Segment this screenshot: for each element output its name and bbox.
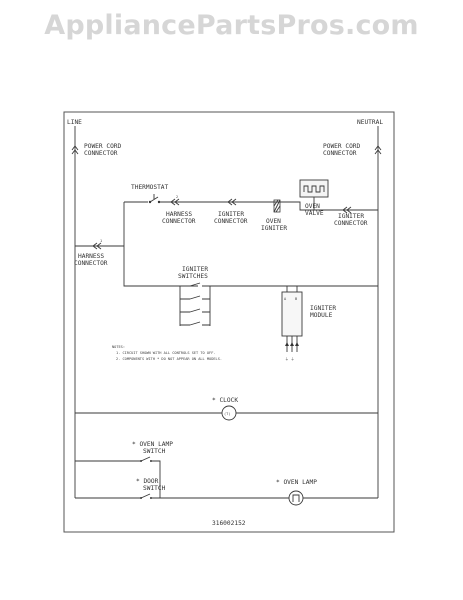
svg-text:* OVEN LAMP: * OVEN LAMP (276, 479, 317, 486)
svg-text:HARNESS: HARNESS (78, 253, 104, 260)
svg-text:* DOOR: * DOOR (136, 478, 159, 485)
svg-text:CONNECTOR: CONNECTOR (74, 260, 108, 267)
igniter-module: A B IGNITER MODULE ⏚ ⏚ (281, 286, 336, 361)
igniter-switches: IGNITER SWITCHES (178, 266, 211, 326)
harness-connector-top: 2 HARNESS CONNECTOR (162, 195, 196, 225)
diagram-border (63, 111, 395, 533)
svg-text:IGNITER: IGNITER (182, 266, 208, 273)
svg-text:VALVE: VALVE (305, 210, 324, 217)
svg-text:IGNITER: IGNITER (218, 211, 244, 218)
svg-text:⏚ ⏚: ⏚ ⏚ (285, 356, 294, 361)
door-switch: * DOOR SWITCH (136, 478, 166, 499)
svg-text:IGNITER: IGNITER (310, 305, 336, 312)
svg-text:NOTES:: NOTES: (112, 345, 125, 349)
clock: (T) * CLOCK (75, 397, 378, 421)
notes: NOTES: 1. CIRCUIT SHOWN WITH ALL CONTROL… (112, 345, 222, 361)
svg-text:IGNITER: IGNITER (261, 225, 287, 232)
svg-text:B: B (295, 297, 297, 301)
lamp-circuit-wire (75, 460, 378, 499)
svg-text:1: 1 (100, 239, 102, 243)
svg-text:HARNESS: HARNESS (166, 211, 192, 218)
svg-text:SWITCHES: SWITCHES (178, 273, 208, 280)
svg-text:MODULE: MODULE (310, 312, 333, 319)
power-cord-connector-left: POWER CORD CONNECTOR (71, 143, 122, 157)
thermostat: THERMOSTAT (131, 184, 169, 204)
svg-text:CONNECTOR: CONNECTOR (162, 218, 196, 225)
svg-text:SWITCH: SWITCH (143, 448, 166, 455)
svg-text:CONNECTOR: CONNECTOR (323, 150, 357, 157)
line-label: LINE (67, 119, 82, 126)
svg-text:POWER CORD: POWER CORD (84, 143, 122, 150)
svg-text:IGNITER: IGNITER (338, 213, 364, 220)
igniter-connector-left: IGNITER CONNECTOR (214, 198, 248, 225)
oven-lamp-switch: * OVEN LAMP SWITCH (132, 441, 173, 462)
svg-text:CONNECTOR: CONNECTOR (84, 150, 118, 157)
svg-text:* OVEN LAMP: * OVEN LAMP (132, 441, 173, 448)
svg-text:CONNECTOR: CONNECTOR (214, 218, 248, 225)
part-number: 316002152 (212, 520, 246, 527)
svg-text:THERMOSTAT: THERMOSTAT (131, 184, 169, 191)
svg-text:A: A (284, 297, 287, 301)
oven-igniter: OVEN IGNITER (261, 199, 287, 232)
svg-text:POWER CORD: POWER CORD (323, 143, 361, 150)
svg-text:OVEN: OVEN (305, 203, 320, 210)
igniter-connector-right: IGNITER CONNECTOR (334, 206, 368, 227)
power-cord-connector-right: POWER CORD CONNECTOR (323, 143, 382, 157)
svg-text:1. CIRCUIT SHOWN WITH ALL CONT: 1. CIRCUIT SHOWN WITH ALL CONTROLS SET T… (116, 351, 216, 355)
svg-text:OVEN: OVEN (266, 218, 281, 225)
svg-text:SWITCH: SWITCH (143, 485, 166, 492)
svg-text:2: 2 (176, 195, 178, 199)
oven-valve: OVEN VALVE (299, 179, 329, 217)
svg-text:2. COMPONENTS WITH * DO NOT AP: 2. COMPONENTS WITH * DO NOT APPEAR ON AL… (116, 357, 222, 361)
watermark-text: AppliancePartsPros.com (44, 10, 419, 41)
neutral-label: NEUTRAL (357, 119, 383, 126)
svg-text:(T): (T) (224, 412, 231, 416)
oven-lamp: * OVEN LAMP (276, 479, 317, 506)
svg-text:CONNECTOR: CONNECTOR (334, 220, 368, 227)
harness-connector-left: 1 HARNESS CONNECTOR (74, 239, 108, 267)
svg-text:* CLOCK: * CLOCK (212, 397, 238, 404)
igniter-circuit-wire (124, 201, 378, 211)
